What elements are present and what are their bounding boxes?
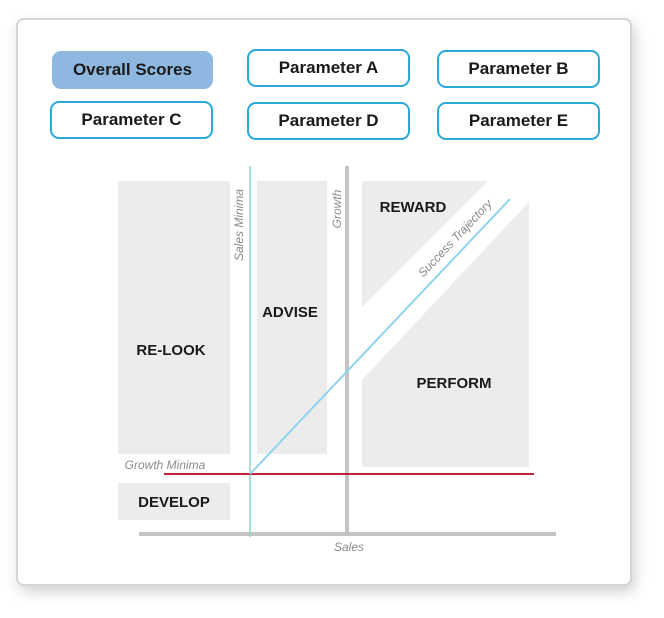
- tab-parameter-d[interactable]: Parameter D: [247, 102, 410, 140]
- zone-label-develop: DEVELOP: [138, 494, 210, 511]
- zone-label-perform: PERFORM: [417, 375, 492, 392]
- tab-parameter-a[interactable]: Parameter A: [247, 49, 410, 87]
- tab-parameter-c[interactable]: Parameter C: [50, 101, 213, 139]
- zone-perform: [362, 202, 529, 467]
- success-trajectory-line: [249, 198, 511, 475]
- zone-relook: [118, 181, 230, 454]
- sales-axis-label: Sales: [334, 540, 364, 554]
- tab-overall-scores[interactable]: Overall Scores: [52, 51, 213, 89]
- zone-develop: [118, 483, 230, 520]
- zone-label-relook: RE-LOOK: [136, 342, 205, 359]
- growth-minima-label: Growth Minima: [125, 458, 206, 472]
- tab-parameter-e[interactable]: Parameter E: [437, 102, 600, 140]
- zone-advise: [257, 181, 327, 454]
- sales-minima-label: Sales Minima: [232, 189, 246, 261]
- tab-parameter-b[interactable]: Parameter B: [437, 50, 600, 88]
- zone-label-advise: ADVISE: [262, 304, 318, 321]
- growth-axis-label: Growth: [330, 189, 344, 228]
- zone-reward: [362, 181, 488, 307]
- zone-label-reward: REWARD: [380, 199, 447, 216]
